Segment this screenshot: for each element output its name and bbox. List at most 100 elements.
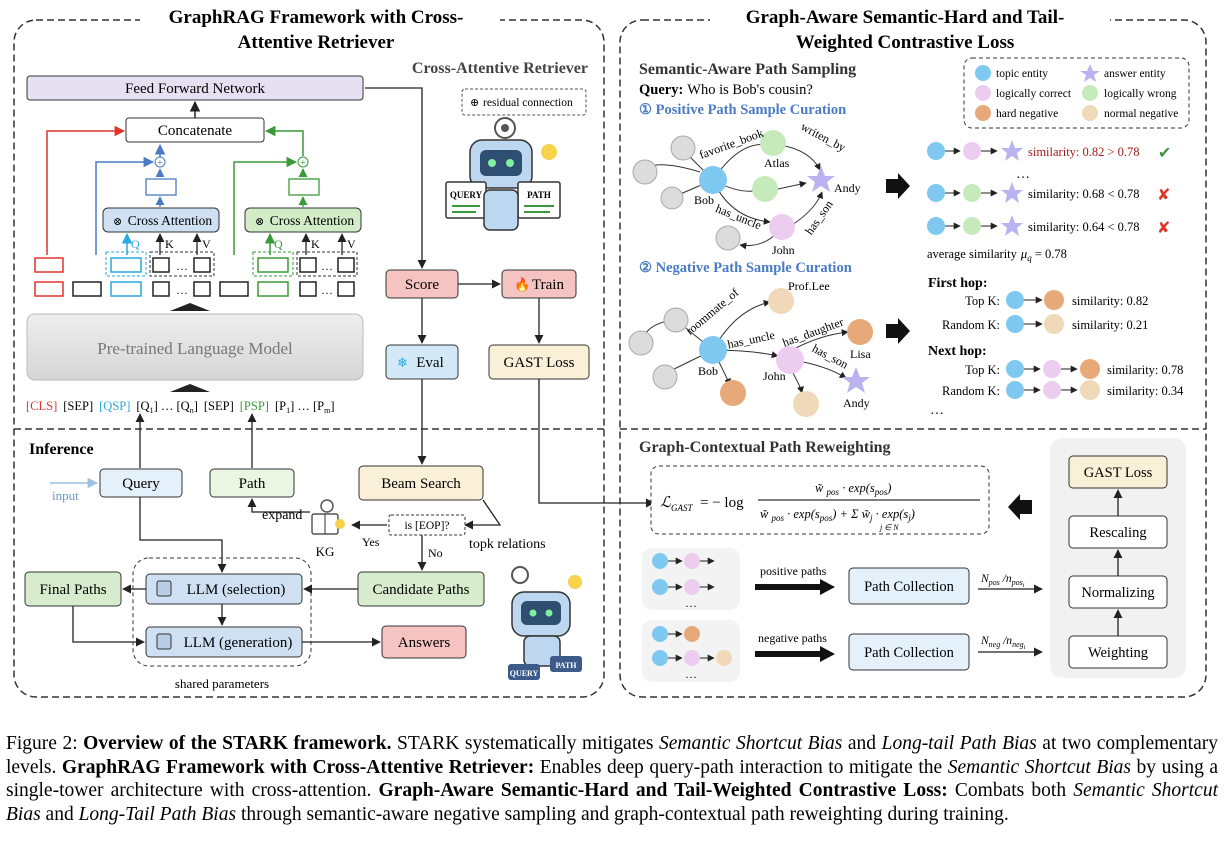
eval-label: Eval (416, 355, 444, 371)
svg-text:has_daughter: has_daughter (780, 315, 845, 350)
negative-graph: roommate_of Prof.Lee has_daughter has_un… (628, 279, 873, 417)
lower-token-row: … … (34, 281, 355, 297)
sampled-paths (927, 140, 1023, 236)
k-label-1: K (165, 237, 174, 251)
pos-path-collection-box (848, 567, 970, 605)
gast-loss-label-right: GAST Loss (1084, 465, 1153, 481)
cross-attention-label-1: Cross Attention (128, 213, 213, 228)
svg-text:…: … (685, 667, 697, 681)
neg-paths-dots: … (652, 626, 732, 681)
legend-correct-dot (975, 85, 991, 101)
token-qsp-top (110, 257, 142, 273)
path-label: Path (239, 476, 266, 492)
kg-icon (311, 499, 345, 535)
right-title-line2: Weighted Contrastive Loss (796, 32, 1015, 53)
blue-proj-box (145, 178, 177, 196)
llm-generation-icon (156, 633, 172, 650)
green-residual-arrow (233, 156, 298, 255)
svg-text:…: … (321, 283, 333, 297)
kg-label: KG (316, 544, 335, 559)
first-hop-label: First hop: (928, 276, 988, 291)
gast-loss-box-right (1068, 455, 1168, 489)
green-plus-glyph: + (300, 158, 306, 169)
hop-sim-c: similarity: 0.78 (1107, 363, 1183, 377)
sim-ellipsis: … (1016, 167, 1030, 182)
query-label: Query (122, 476, 160, 492)
svg-text:roommate_of: roommate_of (683, 285, 742, 337)
token-psp-top (257, 257, 289, 273)
sim-2: similarity: 0.68 < 0.78 (1028, 187, 1140, 201)
robot-illustration-bottom: QUERY PATH (508, 566, 582, 680)
yes-label: Yes (362, 535, 380, 549)
svg-text:Prof.Lee: Prof.Lee (788, 279, 830, 293)
residual-legend-text: residual connection (483, 97, 573, 109)
positive-paths-label: positive paths (760, 564, 827, 578)
v-label-1: V (202, 237, 211, 251)
red-skip-arrow (46, 125, 126, 255)
score-label: Score (405, 277, 439, 293)
svg-text:John: John (772, 243, 795, 257)
svg-text:ℒ: ℒ (660, 495, 672, 511)
left-title-line2: Attentive Retriever (238, 32, 395, 53)
llm-selection-label: LLM (selection) (187, 582, 286, 598)
input-label: input (52, 488, 79, 503)
sim-3: similarity: 0.64 < 0.78 (1028, 220, 1140, 234)
concat-label: Concatenate (158, 123, 232, 139)
pos-path-collection-label: Path Collection (864, 579, 955, 595)
negative-paths-label: negative paths (758, 631, 827, 645)
pos-ratio: Npos /nposi (980, 573, 1025, 589)
expand-arrow (247, 498, 310, 513)
topk-label: topk relations (469, 537, 546, 552)
pos-thick-arrow (755, 579, 835, 595)
big-arrow-1 (886, 173, 910, 199)
retriever-label: Cross-Attentive Retriever (412, 60, 588, 77)
randk-label-1: Random K: (942, 318, 1000, 332)
svg-text:has_son: has_son (810, 341, 851, 372)
legend-wrong-dot (1082, 85, 1098, 101)
svg-text:Andy: Andy (843, 396, 870, 410)
chevron-up-1 (170, 303, 210, 311)
k-label-2: K (311, 237, 320, 251)
weighting-label: Weighting (1088, 645, 1148, 661)
no-label: No (428, 546, 443, 560)
legend-box (963, 57, 1190, 129)
token-labels: [CLS][SEP][QSP][Q1] … [Qn][SEP][PSP][P1]… (26, 399, 335, 415)
green-to-concat-arrow (264, 125, 304, 156)
svg-text:Bob: Bob (698, 364, 718, 378)
q-dots-top: … (176, 259, 188, 273)
green-proj-box (288, 178, 320, 196)
svg-text:John: John (763, 369, 786, 383)
normalizing-label: Normalizing (1081, 585, 1154, 601)
diagram-svg: GraphRAG Framework with Cross- Attentive… (13, 4, 1207, 698)
figure-caption: Figure 2: Overview of the STARK framewor… (6, 733, 1219, 825)
rescaling-label: Rescaling (1089, 525, 1146, 541)
svg-text:writen_by: writen_by (799, 119, 849, 154)
q-label-2: Q (274, 237, 283, 251)
green-plus-node (297, 156, 309, 168)
big-arrow-3 (1008, 494, 1032, 520)
svg-text:PATH: PATH (555, 661, 577, 670)
svg-text:Atlas: Atlas (764, 156, 790, 170)
hop-sim-a: similarity: 0.82 (1072, 294, 1148, 308)
right-title-bg (710, 4, 1110, 54)
llm-selection-icon (156, 580, 172, 597)
final-to-gen-arrow (72, 606, 145, 647)
neg-path-collection-label: Path Collection (864, 645, 955, 661)
big-arrow-2 (886, 318, 910, 344)
cross-attention-label-2: Cross Attention (270, 213, 355, 228)
check-icon: ✔ (1158, 145, 1171, 162)
neg-path-collection-box (848, 633, 970, 671)
qsp-group-top (105, 251, 147, 277)
plm-label: Pre-trained Language Model (97, 339, 293, 358)
answers-box (381, 625, 467, 659)
sampling-title: Semantic-Aware Path Sampling (639, 61, 856, 78)
neg-ratio: Nneg /nnegi (980, 635, 1026, 651)
ffn-label: Feed Forward Network (125, 81, 265, 97)
svg-text:…: … (176, 283, 188, 297)
gast-loss-label-left: GAST Loss (504, 355, 575, 371)
beam-search-box (358, 465, 484, 501)
pos-curation-title: ① Positive Path Sample Curation (639, 102, 846, 118)
eop-label: is [EOP]? (404, 520, 449, 532)
